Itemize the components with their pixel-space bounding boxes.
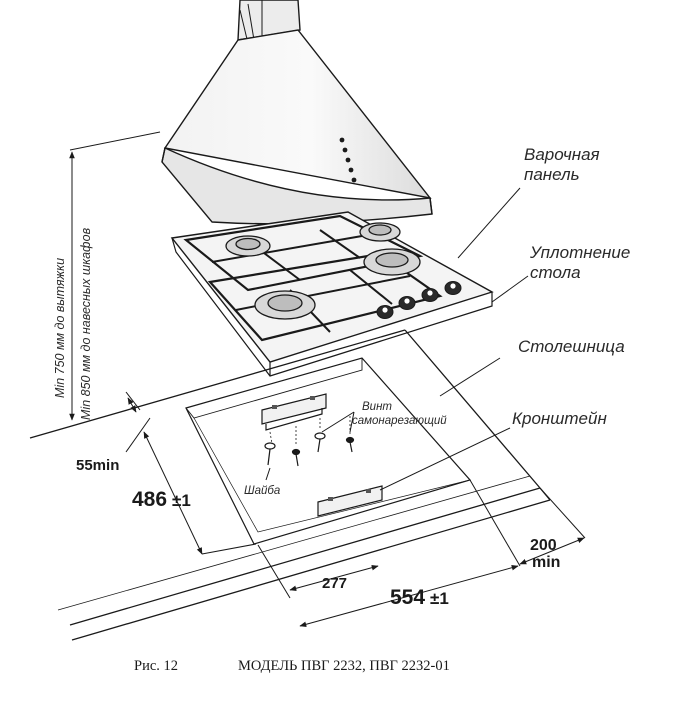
leader-lines [265,187,529,491]
control-knobs [376,281,462,319]
label-screw-2: самонарезающий [352,415,447,427]
dim-wall-min-value: 200 [530,537,557,554]
label-washer: Шайба [244,485,280,497]
caption-model: МОДЕЛЬ ПВГ 2232, ПВГ 2232-01 [238,658,450,674]
label-countertop: Столешница [518,337,625,356]
cooktop [170,211,494,377]
countertop [29,329,551,641]
label-seal-1: Уплотнение [529,243,630,262]
label-seal-2: стола [530,263,581,282]
label-screw-1: Винт [362,401,392,413]
label-bracket: Кронштейн [512,409,607,428]
dim-width-tol: ±1 [430,589,449,608]
dimension-lines [69,131,586,628]
dim-width: 554 [390,586,425,609]
dim-half-width: 277 [322,575,347,592]
range-hood [161,0,433,225]
burner-rear-left [225,235,271,257]
burner-front-right [363,248,421,276]
caption-fig: Рис. 12 [134,658,178,674]
label-cabinet-distance: Min 850 мм до навесных шкафов [79,227,93,420]
label-cooktop-2: панель [524,165,580,184]
bracket-rear [261,393,327,431]
label-hood-distance: Min 750 мм до вытяжки [53,258,67,398]
screws-and-washers [264,416,355,467]
hood-buttons [339,137,357,183]
dim-depth: 486 [132,488,167,511]
dim-depth-tol: ±1 [172,491,191,510]
dim-wall-min-unit: min [532,554,560,571]
label-cooktop-1: Варочная [524,145,600,164]
dim-edge-min: 55min [76,457,119,474]
bracket-front [317,485,383,517]
burner-front-left [254,290,316,320]
burner-rear-right [359,222,401,242]
